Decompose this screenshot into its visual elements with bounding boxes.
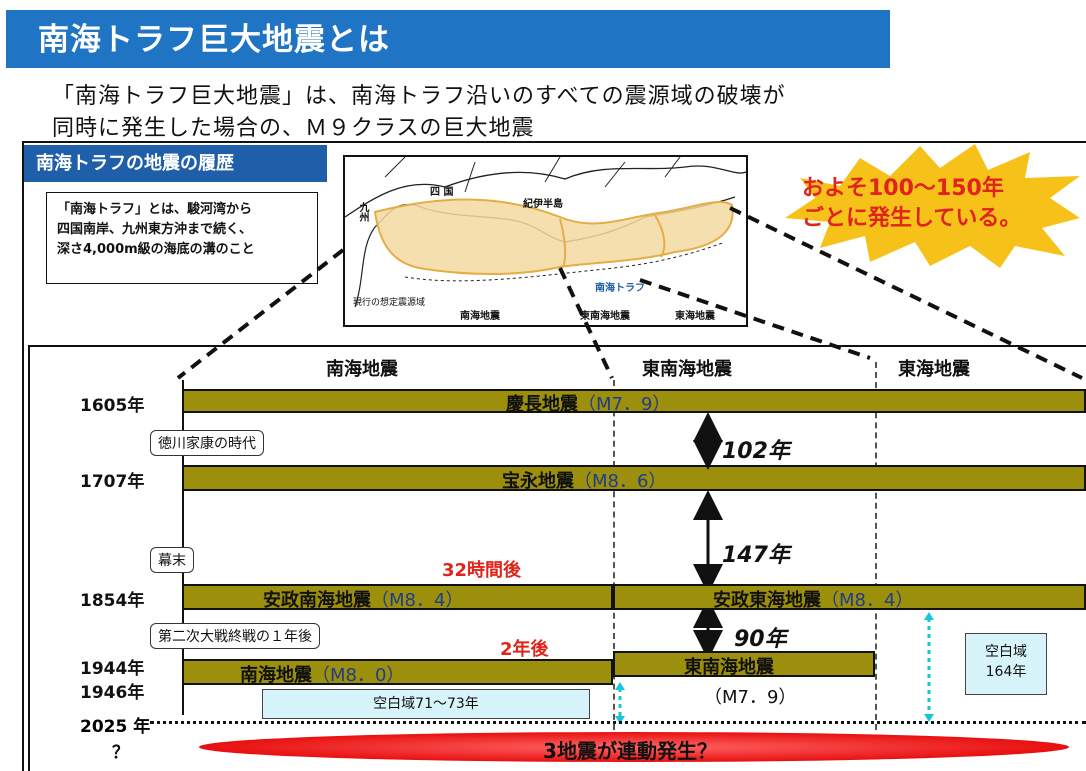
interval-147: 147年 [722, 543, 790, 568]
trough-map: 四 国 九州 紀伊半島 南海トラフ 現行の想定震源域 南海地震 東南海地震 東海… [343, 155, 748, 327]
map-label-nankai: 南海地震 [460, 311, 500, 322]
column-head-tonankai: 東南海地震 [642, 359, 732, 380]
starburst-shape [785, 144, 1080, 268]
future-event-oval [199, 732, 1069, 762]
definition-line-2: 四国南岸、九州東方沖まで続く、 [57, 222, 253, 237]
blank-zone-tokai-line-1: 空白域 [985, 644, 1027, 660]
column-head-nankai: 南海地震 [326, 359, 398, 380]
event-ansei-tokai-mag: （M8．4） [821, 590, 914, 611]
content-frame [22, 141, 1086, 771]
subtitle-line-2: 同時に発生した場合の、Ｍ９クラスの巨大地震 [52, 116, 535, 141]
event-ansei-nankai: 安政南海地震（M8．4） [263, 586, 463, 612]
definition-line-1: 「南海トラフ」とは、駿河湾から [57, 202, 253, 217]
blank-zone-arrows [615, 612, 934, 724]
year-2025: 2025 年 [80, 717, 151, 737]
frequency-line-2: ごとに発生している。 [802, 206, 1022, 231]
interval-90: 90年 [734, 627, 787, 652]
future-event-text: 3地震が連動発生？ [543, 739, 717, 763]
year-1605: 1605年 [80, 396, 145, 416]
callout-postwar: 第二次大戦終戦の１年後 [150, 623, 320, 649]
current-year-line [150, 721, 1086, 724]
map-label-kyushu: 九州 [357, 202, 368, 222]
title-banner [6, 10, 890, 68]
event-hoei: 宝永地震（M8．6） [502, 467, 666, 493]
interval-102: 102年 [722, 439, 790, 464]
event-keicho-mag: （M7．9） [578, 394, 671, 415]
event-ansei-tokai-name: 安政東海地震 [713, 590, 821, 611]
year-unknown: ？ [112, 743, 129, 763]
map-label-tonankai: 東南海地震 [580, 311, 630, 322]
year-1707: 1707年 [80, 472, 145, 492]
event-ansei-tokai: 安政東海地震（M8．4） [713, 586, 913, 612]
event-hoei-name: 宝永地震 [502, 471, 574, 492]
event-tonankai-1944-mag: （M7．9） [704, 687, 797, 708]
bar-hoei [182, 465, 1086, 491]
column-head-tokai: 東海地震 [898, 359, 970, 380]
frequency-note: およそ100～150年 ごとに発生している。 [802, 174, 1021, 234]
year-1946: 1946年 [80, 683, 145, 703]
year-1854: 1854年 [80, 591, 145, 611]
callout-bakumatsu: 幕末 [150, 547, 194, 573]
history-header: 南海トラフの地震の履歴 [24, 145, 327, 182]
timeline-panel [28, 345, 1086, 771]
map-label-trough: 南海トラフ [595, 283, 645, 294]
year-1944: 1944年 [80, 659, 145, 679]
definition-box: 「南海トラフ」とは、駿河湾から 四国南岸、九州東方沖まで続く、 深さ4,000m… [46, 192, 318, 284]
page-title: 南海トラフ巨大地震とは [38, 22, 390, 58]
frequency-line-1: およそ100～150年 [802, 176, 1004, 201]
event-ansei-nankai-mag: （M8．4） [371, 590, 464, 611]
event-nankai-1946-name: 南海地震 [240, 665, 312, 686]
event-nankai-1946: 南海地震（M8．0） [240, 661, 404, 687]
event-hoei-mag: （M8．6） [574, 471, 667, 492]
callout-tokugawa: 徳川家康の時代 [150, 430, 264, 456]
event-ansei-nankai-name: 安政南海地震 [263, 590, 371, 611]
gap-32-hours: 32時間後 [442, 560, 522, 581]
bar-tonankai-1944 [613, 651, 875, 677]
definition-line-3: 深さ4,000m級の海底の溝のこと [57, 242, 255, 257]
map-legend: 現行の想定震源域 [353, 298, 426, 308]
bar-ansei-nankai [182, 584, 613, 610]
interval-arrows [693, 413, 723, 660]
blank-zone-tokai-line-2: 164年 [985, 664, 1027, 680]
gap-2-years: 2年後 [500, 639, 549, 660]
map-label-shikoku: 四 国 [430, 187, 454, 198]
map-label-tokai: 東海地震 [675, 311, 715, 322]
map-label-kii: 紀伊半島 [523, 199, 563, 210]
bar-keicho [182, 389, 1086, 413]
column-divider-1 [613, 380, 615, 730]
blank-zone-tokai: 空白域 164年 [965, 633, 1047, 695]
bar-ansei-tokai [613, 584, 1086, 610]
japan-coast-map [345, 157, 746, 308]
bar-nankai-1946 [182, 659, 613, 685]
event-tonankai-1944-name: 東南海地震 [684, 657, 774, 678]
event-keicho-name: 慶長地震 [506, 394, 578, 415]
event-keicho: 慶長地震（M7．9） [506, 390, 670, 416]
subtitle-line-1: 「南海トラフ巨大地震」は、南海トラフ沿いのすべての震源域の破壊が [52, 84, 786, 109]
event-nankai-1946-mag: （M8．0） [312, 665, 405, 686]
column-divider-2 [875, 362, 877, 730]
blank-zone-nankai: 空白域71～73年 [262, 689, 590, 719]
